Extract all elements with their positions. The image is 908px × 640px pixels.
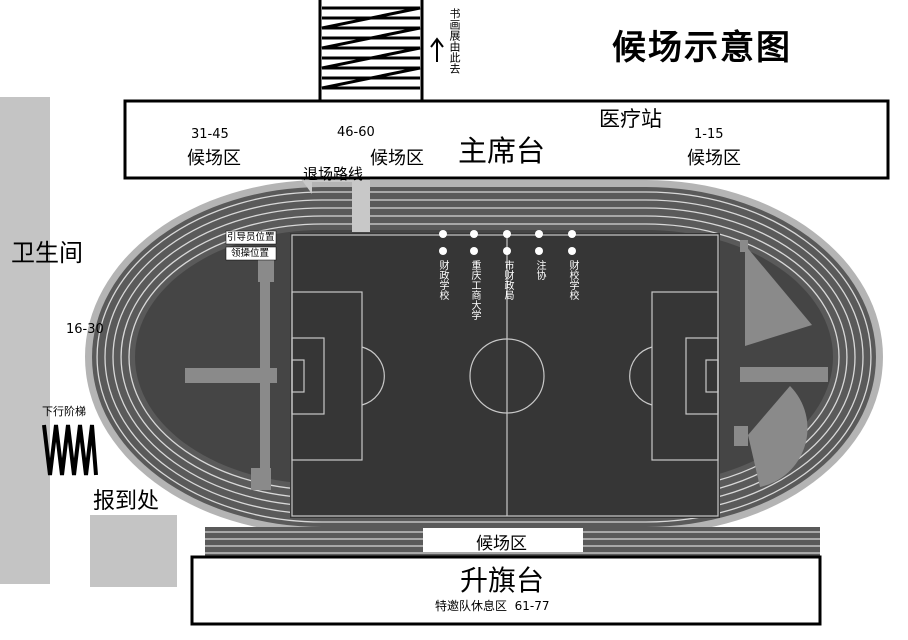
unit-label: 市财政局	[502, 260, 513, 300]
medical-station-label: 医疗站	[599, 107, 662, 131]
stairs-down-label: 下行阶梯	[42, 405, 86, 418]
main-stand-box	[123, 99, 890, 180]
bottom-waiting-box	[423, 528, 583, 552]
right-field-markings	[734, 240, 828, 487]
registration-label: 报到处	[93, 489, 160, 514]
zone-range-46-60: 46-60	[337, 125, 375, 140]
flag-stand-label: 升旗台	[460, 564, 545, 597]
exhibition-route-label: 书画展由此去	[448, 8, 461, 74]
pitch-lines	[291, 234, 719, 517]
leader-label-box	[225, 246, 277, 261]
toilet-column	[0, 97, 50, 584]
bottom-waiting-label: 候场区	[476, 534, 527, 554]
exit-route-label: 退场路线	[303, 165, 364, 183]
unit-dots	[439, 230, 576, 255]
diagram-title: 候场示意图	[612, 28, 792, 68]
guide-label-box	[225, 230, 277, 245]
registration-box	[90, 515, 177, 587]
unit-label: 重庆工商大学	[469, 260, 480, 320]
zone-range-16-30: 16-30	[66, 322, 104, 337]
guest-rest-label: 特邀队休息区 61-77	[435, 599, 550, 613]
zone-label-46-60: 候场区	[370, 148, 424, 169]
exhibition-stairs	[318, 0, 424, 103]
left-field-markings	[185, 256, 277, 490]
leader-position-label: 领操位置	[231, 248, 270, 259]
zone-range-1-15: 1-15	[694, 127, 724, 142]
unit-label: 财政学校	[437, 260, 448, 300]
flag-stand-box	[190, 555, 822, 626]
up-arrow-icon	[430, 37, 444, 62]
zone-label-1-15: 候场区	[687, 148, 741, 169]
zone-label-31-45: 候场区	[187, 148, 241, 169]
guide-position-label: 引导员位置	[227, 232, 275, 243]
zone-range-31-45: 31-45	[191, 127, 229, 142]
stairs-down-icon	[42, 424, 98, 476]
toilet-label: 卫生间	[11, 239, 83, 267]
main-stand-label: 主席台	[458, 134, 546, 168]
unit-label: 注协	[534, 260, 545, 280]
unit-label: 财校学校	[567, 260, 578, 300]
